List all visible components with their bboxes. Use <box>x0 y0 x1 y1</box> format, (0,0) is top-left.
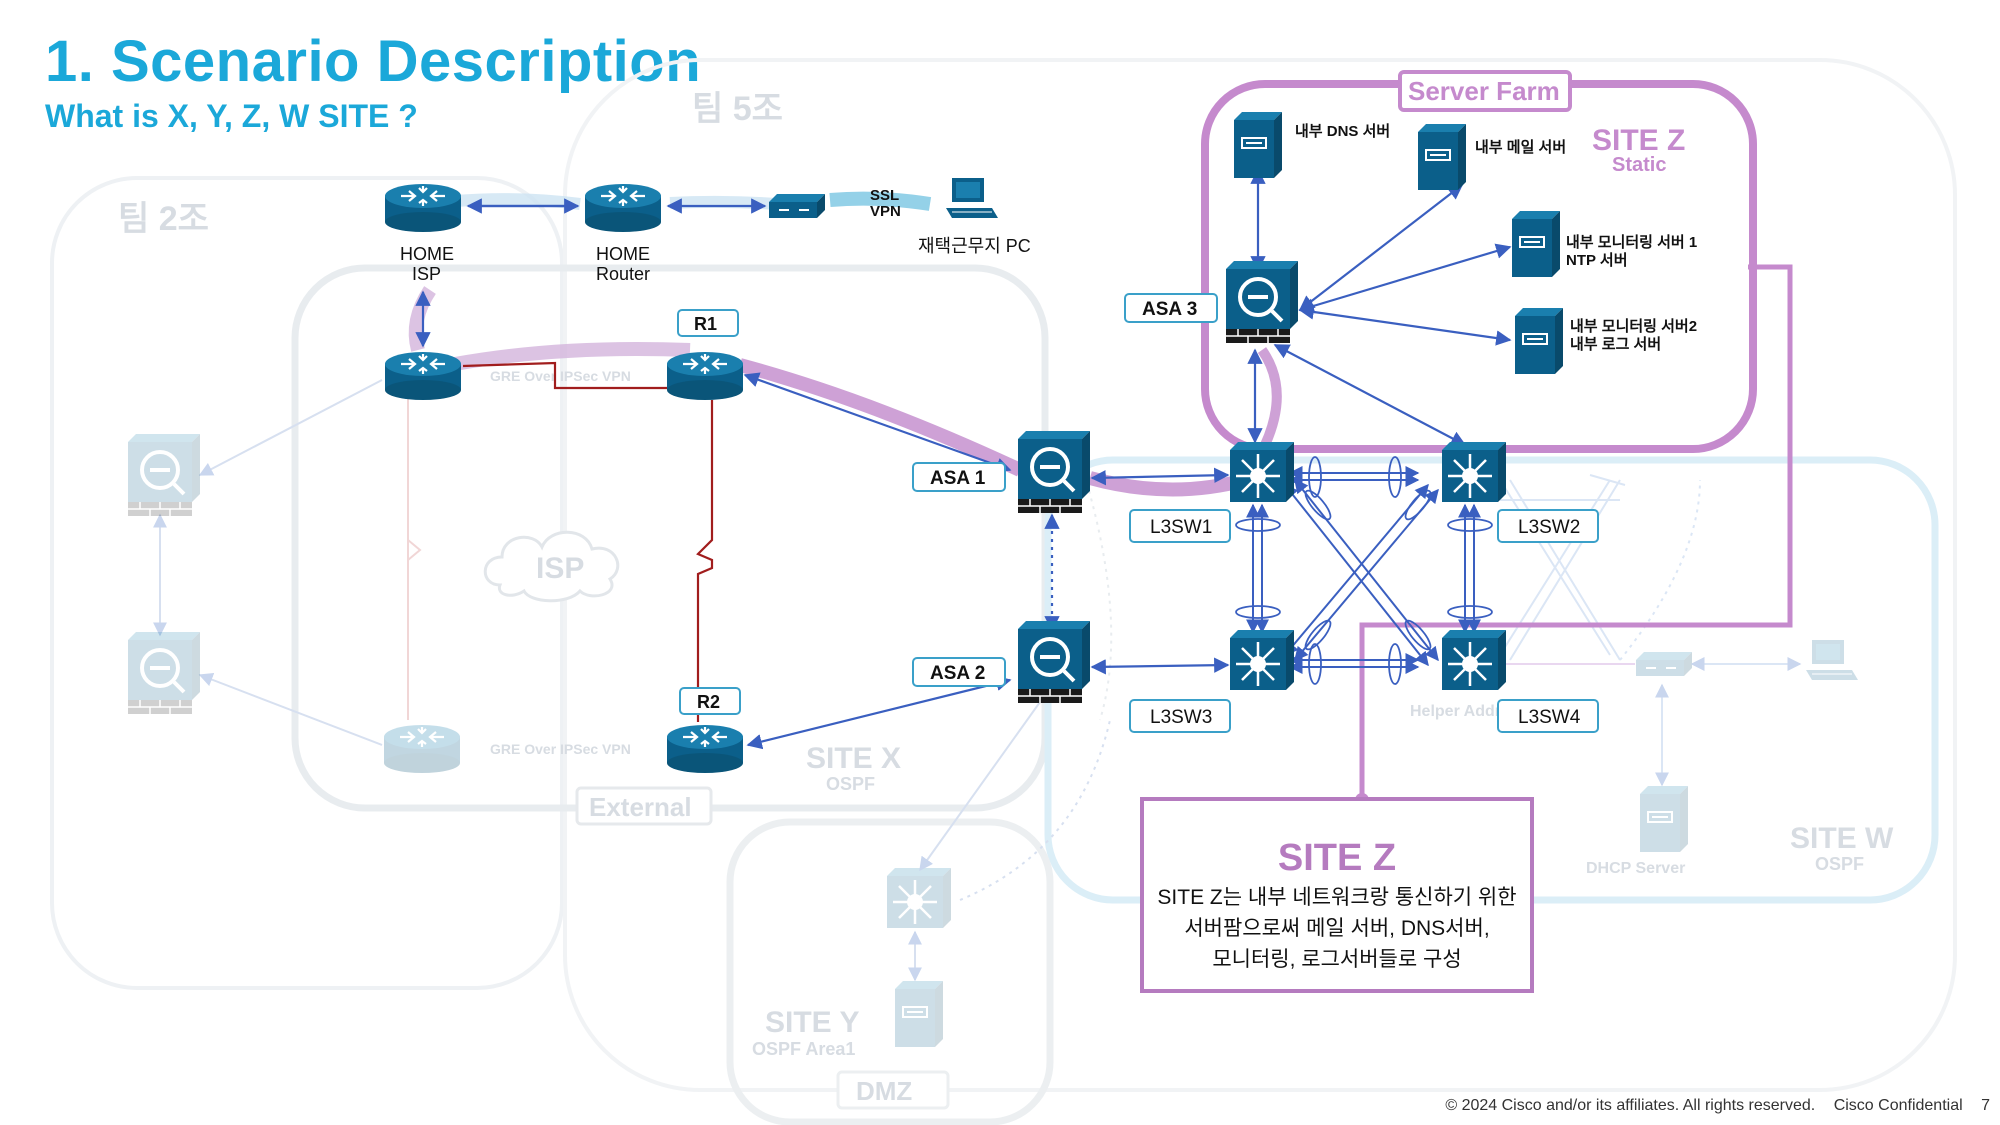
r1-router-icon[interactable] <box>665 350 745 402</box>
isp-router-icon[interactable] <box>383 350 463 402</box>
dns-server-icon[interactable] <box>1233 111 1283 179</box>
monitor-server-1-label-2: NTP 서버 <box>1566 252 1628 269</box>
site-z-info-line-2: 서버팜으로써 메일 서버, DNS서버, <box>1184 917 1490 940</box>
site-z-info-line-1: SITE Z는 내부 네트워크랑 통신하기 위한 <box>1157 886 1517 909</box>
site-x-label: SITE X <box>806 742 901 775</box>
site-z-info-box: SITE Z SITE Z는 내부 네트워크랑 통신하기 위한 서버팜으로써 메… <box>1140 797 1534 993</box>
asa2-label-box: ASA 2 <box>912 657 1006 687</box>
site-z-label: SITE Z <box>1592 124 1685 157</box>
r2-label-box: R2 <box>679 687 741 715</box>
l3sw4-label: L3SW4 <box>1518 707 1581 728</box>
l3sw1-switch-icon[interactable] <box>1228 440 1296 504</box>
page-number: 7 <box>1981 1097 1990 1114</box>
team5-label: 팀 5조 <box>692 90 783 128</box>
external-label: External <box>589 792 692 822</box>
site-z-info-heading: SITE Z <box>1277 837 1397 879</box>
slide-subtitle: What is X, Y, Z, W SITE ? <box>45 98 418 134</box>
l3sw4-label-box: L3SW4 <box>1497 699 1599 733</box>
l3sw3-switch-icon[interactable] <box>1228 628 1296 692</box>
site-w-routing: OSPF <box>1815 854 1864 874</box>
asa3-label-box: ASA 3 <box>1124 293 1218 323</box>
asa2-label: ASA 2 <box>930 663 985 684</box>
home-router-label-1: HOME <box>596 244 650 264</box>
l3sw3-label-box: L3SW3 <box>1129 699 1231 733</box>
l3sw1-label: L3SW1 <box>1150 517 1212 538</box>
asa1-firewall-icon[interactable] <box>1016 429 1092 515</box>
r1-label-box: R1 <box>677 309 739 337</box>
site-w-label: SITE W <box>1790 822 1894 855</box>
faint-server-icon <box>895 981 943 1047</box>
home-isp-label-1: HOME <box>400 244 454 264</box>
monitor-server-1-icon[interactable] <box>1511 210 1561 278</box>
footer-copyright: © 2024 Cisco and/or its affiliates. All … <box>1445 1097 1816 1114</box>
home-pc-label: 재택근무지 PC <box>918 236 1031 256</box>
r2-label: R2 <box>697 692 720 712</box>
site-y-label: SITE Y <box>765 1006 859 1039</box>
l3sw2-switch-icon[interactable] <box>1440 440 1508 504</box>
l3sw1-label-box: L3SW1 <box>1129 509 1231 543</box>
dhcp-server-label: DHCP Server <box>1586 860 1685 877</box>
gre-vpn-label-2: GRE Over IPSec VPN <box>490 741 631 757</box>
site-z-info-line-3: 모니터링, 로그서버들로 구성 <box>1212 948 1462 971</box>
faint-asa-icon-1 <box>128 434 200 516</box>
faint-pc-icon <box>1806 640 1858 680</box>
r2-router-icon[interactable] <box>665 723 745 775</box>
ssl-vpn-label-1: SSL <box>870 187 899 204</box>
isp-label: ISP <box>536 552 584 585</box>
faint-dhcp-server-icon <box>1640 786 1688 852</box>
asa3-firewall-icon[interactable] <box>1224 259 1300 345</box>
slide-footer: © 2024 Cisco and/or its affiliates. All … <box>1431 1097 1990 1115</box>
l3sw2-label: L3SW2 <box>1518 517 1580 538</box>
l3sw3-label: L3SW3 <box>1150 707 1212 728</box>
monitor-server-2-label-2: 내부 로그 서버 <box>1570 336 1661 353</box>
home-isp-label-2: ISP <box>412 264 441 284</box>
asa3-label: ASA 3 <box>1142 299 1197 320</box>
site-x-routing: OSPF <box>826 774 875 794</box>
team2-label: 팀 2조 <box>118 200 209 238</box>
footer-confidential: Cisco Confidential <box>1833 1097 1963 1114</box>
ssl-vpn-label-2: VPN <box>870 203 901 220</box>
faint-asa-icon-2 <box>128 632 200 714</box>
asa2-firewall-icon[interactable] <box>1016 619 1092 705</box>
monitor-server-2-label-1: 내부 모니터링 서버2 <box>1570 317 1697 335</box>
monitor-server-2-icon[interactable] <box>1514 307 1564 375</box>
site-y-routing: OSPF Area1 <box>752 1039 855 1059</box>
home-isp-router-icon[interactable] <box>383 182 463 234</box>
home-router-icon[interactable] <box>583 182 663 234</box>
slide-title: 1. Scenario Description <box>45 29 702 94</box>
gre-vpn-label-1: GRE Over IPSec VPN <box>490 368 631 384</box>
mail-server-label: 내부 메일 서버 <box>1475 139 1566 156</box>
dmz-label: DMZ <box>856 1076 912 1106</box>
home-pc-icon[interactable] <box>945 177 999 219</box>
asa1-label: ASA 1 <box>930 468 986 489</box>
site-z-routing: Static <box>1612 154 1666 176</box>
l3sw2-label-box: L3SW2 <box>1497 509 1599 543</box>
asa1-label-box: ASA 1 <box>912 462 1006 492</box>
r1-label: R1 <box>694 314 717 334</box>
monitor-server-1-label-1: 내부 모니터링 서버 1 <box>1566 233 1697 251</box>
dns-server-label: 내부 DNS 서버 <box>1295 123 1390 140</box>
faint-router-icon <box>384 725 460 773</box>
faint-vpn-icon <box>1636 652 1692 676</box>
ssl-vpn-icon[interactable] <box>768 193 826 219</box>
faint-l3sw-icon <box>887 868 951 928</box>
server-farm-title: Server Farm <box>1408 76 1560 106</box>
mail-server-icon[interactable] <box>1417 123 1467 191</box>
l3sw4-switch-icon[interactable] <box>1440 628 1508 692</box>
home-router-label-2: Router <box>596 264 650 284</box>
